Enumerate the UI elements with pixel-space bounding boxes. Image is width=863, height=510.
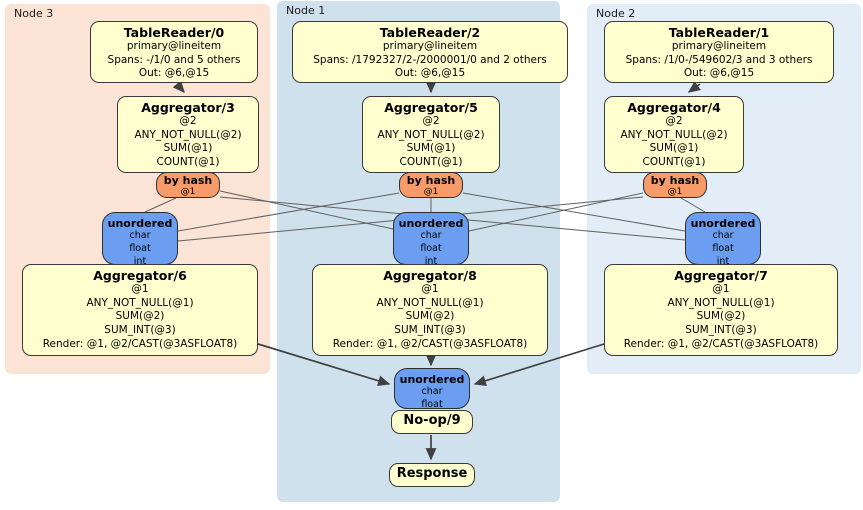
noop-title: No-op/9 (403, 413, 461, 428)
unordered-sync-node2: unordered char float int (685, 212, 761, 267)
node-region-1-label: Node 1 (286, 4, 326, 17)
node-region-2-label: Node 2 (596, 7, 636, 20)
aggregator-7-fn2: SUM(@2) (696, 310, 746, 323)
tablereader-1-spans: Spans: /1/0-/549602/3 and 3 others (625, 53, 813, 66)
aggregator-5-group: @2 (422, 115, 440, 127)
sync-type: int (716, 255, 730, 267)
aggregator-5-fn3: COUNT(@1) (399, 155, 463, 168)
sync-type: float (421, 399, 443, 410)
aggregator-8-box: Aggregator/8 @1 ANY_NOT_NULL(@1) SUM(@2)… (312, 264, 548, 356)
unordered-sync-node3: unordered char float int (102, 212, 178, 267)
aggregator-7-box: Aggregator/7 @1 ANY_NOT_NULL(@1) SUM(@2)… (604, 264, 838, 356)
tablereader-1-out: Out: @6,@15 (683, 67, 755, 80)
tablereader-1-index: primary@lineitem (671, 40, 767, 52)
aggregator-4-box: Aggregator/4 @2 ANY_NOT_NULL(@2) SUM(@1)… (604, 96, 744, 173)
unordered-sync-node3-title: unordered (107, 217, 173, 230)
tablereader-1-box: TableReader/1 primary@lineitem Spans: /1… (604, 21, 834, 83)
tablereader-0-box: TableReader/0 primary@lineitem Spans: -/… (90, 21, 258, 83)
response-title: Response (396, 466, 468, 481)
tablereader-0-spans: Spans: -/1/0 and 5 others (107, 53, 241, 66)
aggregator-4-fn2: SUM(@1) (649, 142, 699, 155)
tablereader-2-title: TableReader/2 (379, 25, 481, 40)
aggregator-7-render: Render: @1, @2/CAST(@3ASFLOAT8) (623, 337, 819, 350)
response-box: Response (389, 463, 475, 487)
tablereader-0-title: TableReader/0 (123, 25, 225, 40)
aggregator-4-group: @2 (665, 115, 683, 127)
aggregator-6-fn2: SUM(@2) (115, 310, 165, 323)
tablereader-0-index: primary@lineitem (126, 40, 222, 52)
hash-router-node1-title: by hash (406, 174, 456, 187)
aggregator-7-title: Aggregator/7 (674, 268, 768, 283)
aggregator-5-fn2: SUM(@1) (406, 142, 456, 155)
aggregator-8-fn1: ANY_NOT_NULL(@1) (376, 296, 484, 309)
aggregator-7-fn3: SUM_INT(@3) (685, 323, 757, 336)
hash-router-node1-key: @1 (423, 186, 439, 197)
hash-router-node2-key: @1 (667, 186, 683, 197)
aggregator-6-render: Render: @1, @2/CAST(@3ASFLOAT8) (42, 337, 238, 350)
tablereader-2-index: primary@lineitem (382, 40, 478, 52)
aggregator-7-group: @1 (712, 283, 730, 295)
hash-router-node3-key: @1 (180, 186, 196, 197)
aggregator-6-title: Aggregator/6 (93, 268, 187, 283)
aggregator-3-group: @2 (179, 115, 197, 127)
tablereader-2-spans: Spans: /1792327/2-/2000001/0 and 2 other… (313, 53, 547, 66)
aggregator-3-box: Aggregator/3 @2 ANY_NOT_NULL(@2) SUM(@1)… (117, 96, 259, 173)
sync-type: char (421, 386, 443, 398)
tablereader-1-title: TableReader/1 (668, 25, 770, 40)
unordered-sync-node1-title: unordered (398, 217, 464, 230)
aggregator-7-fn1: ANY_NOT_NULL(@1) (667, 296, 775, 309)
hash-router-node1: by hash @1 (399, 172, 463, 198)
aggregator-8-fn3: SUM_INT(@3) (394, 323, 466, 336)
sync-type: float (712, 243, 734, 254)
noop-box: No-op/9 (391, 410, 473, 434)
unordered-sync-final-title: unordered (399, 373, 465, 386)
sync-type: int (424, 255, 438, 267)
aggregator-6-box: Aggregator/6 @1 ANY_NOT_NULL(@1) SUM(@2)… (22, 264, 258, 356)
aggregator-5-box: Aggregator/5 @2 ANY_NOT_NULL(@2) SUM(@1)… (362, 96, 500, 173)
aggregator-6-group: @1 (131, 283, 149, 295)
aggregator-6-fn3: SUM_INT(@3) (104, 323, 176, 336)
aggregator-3-fn1: ANY_NOT_NULL(@2) (134, 128, 242, 141)
aggregator-3-fn3: COUNT(@1) (156, 155, 220, 168)
unordered-sync-node2-title: unordered (690, 217, 756, 230)
flow-edges (172, 80, 701, 461)
aggregator-3-title: Aggregator/3 (141, 100, 235, 115)
aggregator-8-render: Render: @1, @2/CAST(@3ASFLOAT8) (332, 337, 528, 350)
sync-type: float (129, 243, 151, 254)
sync-type: float (420, 243, 442, 254)
unordered-sync-final: unordered char float (394, 368, 470, 410)
sync-type: char (420, 230, 442, 242)
sync-type: int (133, 255, 147, 267)
sync-type: char (129, 230, 151, 242)
aggregator-4-fn1: ANY_NOT_NULL(@2) (620, 128, 728, 141)
aggregator-5-fn1: ANY_NOT_NULL(@2) (377, 128, 485, 141)
tablereader-2-box: TableReader/2 primary@lineitem Spans: /1… (292, 21, 568, 83)
aggregator-4-title: Aggregator/4 (627, 100, 721, 115)
aggregator-3-fn2: SUM(@1) (163, 142, 213, 155)
hash-router-node2: by hash @1 (643, 172, 707, 198)
aggregator-6-fn1: ANY_NOT_NULL(@1) (86, 296, 194, 309)
tablereader-2-out: Out: @6,@15 (394, 67, 466, 80)
hash-router-node3-title: by hash (163, 174, 213, 187)
aggregator-8-group: @1 (421, 283, 439, 295)
node-region-3-label: Node 3 (14, 7, 54, 20)
aggregator-8-title: Aggregator/8 (383, 268, 477, 283)
aggregator-4-fn3: COUNT(@1) (642, 155, 706, 168)
sync-type: char (712, 230, 734, 242)
hash-router-node3: by hash @1 (156, 172, 220, 198)
hash-router-node2-title: by hash (650, 174, 700, 187)
aggregator-5-title: Aggregator/5 (384, 100, 478, 115)
tablereader-0-out: Out: @6,@15 (138, 67, 210, 80)
aggregator-8-fn2: SUM(@2) (405, 310, 455, 323)
unordered-sync-node1: unordered char float int (393, 212, 469, 267)
